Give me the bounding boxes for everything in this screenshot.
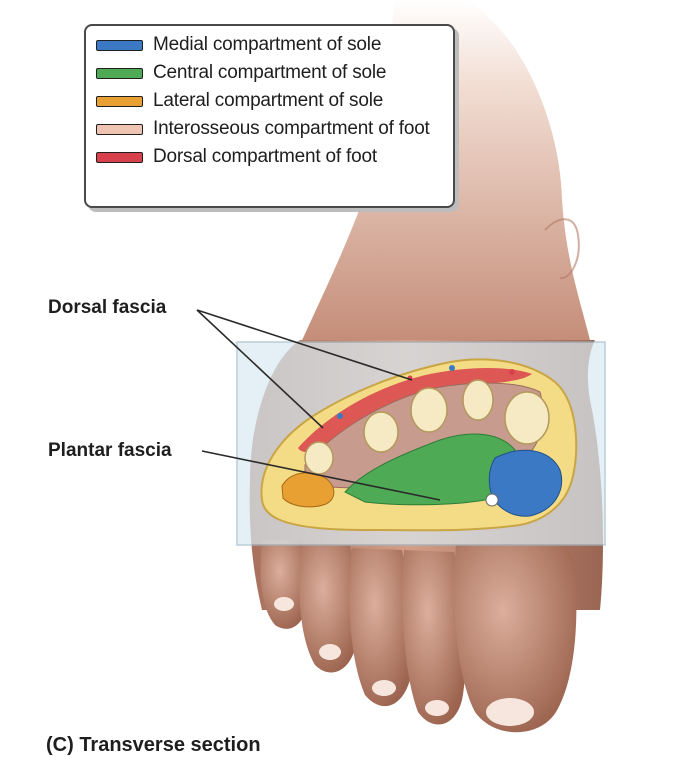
transverse-section xyxy=(260,358,578,532)
legend: Medial compartment of sole Central compa… xyxy=(84,24,455,208)
legend-item-lateral: Lateral compartment of sole xyxy=(96,90,447,112)
dorsal-fascia-label: Dorsal fascia xyxy=(48,297,167,318)
toes xyxy=(260,540,577,733)
legend-label: Interosseous compartment of foot xyxy=(153,118,430,139)
swatch-central xyxy=(96,68,143,79)
legend-item-dorsal: Dorsal compartment of foot xyxy=(96,146,447,168)
swatch-interosseous xyxy=(96,124,143,135)
swatch-lateral xyxy=(96,96,143,107)
legend-item-interosseous: Interosseous compartment of foot xyxy=(96,118,447,140)
legend-label: Medial compartment of sole xyxy=(153,34,382,55)
legend-label: Central compartment of sole xyxy=(153,62,387,83)
plantar-fascia-label: Plantar fascia xyxy=(48,440,172,461)
legend-label: Dorsal compartment of foot xyxy=(153,146,377,167)
figure-caption: (C) Transverse section xyxy=(46,734,261,756)
swatch-dorsal xyxy=(96,152,143,163)
legend-label: Lateral compartment of sole xyxy=(153,90,384,111)
legend-item-medial: Medial compartment of sole xyxy=(96,34,447,56)
legend-item-central: Central compartment of sole xyxy=(96,62,447,84)
leader-lines xyxy=(196,309,441,501)
swatch-medial xyxy=(96,40,143,51)
